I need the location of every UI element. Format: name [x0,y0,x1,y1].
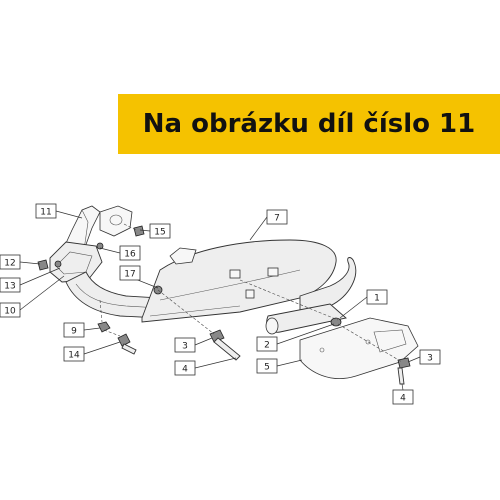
banner-text: Na obrázku díl číslo 11 [142,109,476,139]
svg-text:3: 3 [427,354,433,364]
callout-13: 13 [0,277,21,293]
callout-7: 7 [266,209,288,225]
bolt-4-right [397,357,411,385]
svg-text:16: 16 [124,250,136,260]
nut-12 [37,259,49,271]
svg-text:5: 5 [264,363,270,373]
callout-3-right: 3 [419,349,441,365]
nut-15 [133,225,145,237]
callout-11: 11 [35,203,57,219]
callout-9: 9 [63,322,85,338]
callout-1: 1 [366,289,388,305]
tail-pipe-part [265,257,357,335]
svg-text:1: 1 [374,294,380,304]
svg-text:11: 11 [40,208,51,218]
bolt-14 [117,333,137,355]
callout-12: 12 [0,254,21,270]
svg-text:4: 4 [182,365,188,375]
bolt-4-left [209,329,241,361]
svg-text:15: 15 [154,228,165,238]
exhaust-flange-part [49,241,104,283]
callout-5: 5 [256,358,278,374]
callout-2: 2 [256,336,278,352]
muffler-body-part [141,239,337,323]
svg-text:10: 10 [4,307,16,317]
svg-text:3: 3 [182,342,188,352]
callout-4-left: 4 [174,360,196,376]
svg-text:9: 9 [71,327,77,337]
svg-text:4: 4 [400,394,406,404]
svg-text:14: 14 [68,351,80,361]
callout-4-right: 4 [392,389,414,405]
callout-16: 16 [119,245,141,261]
svg-text:7: 7 [274,214,280,224]
callout-17: 17 [119,265,141,281]
callout-10: 10 [0,302,21,318]
callout-3-left: 3 [174,337,196,353]
heat-shield-part [299,317,419,379]
part-number-banner: Na obrázku díl číslo 11 [118,94,500,154]
nut-9 [97,321,111,333]
svg-text:13: 13 [4,282,15,292]
svg-text:12: 12 [4,259,15,269]
callout-15: 15 [149,223,171,239]
svg-text:17: 17 [124,270,135,280]
svg-text:2: 2 [264,341,270,351]
callout-14: 14 [63,346,85,362]
